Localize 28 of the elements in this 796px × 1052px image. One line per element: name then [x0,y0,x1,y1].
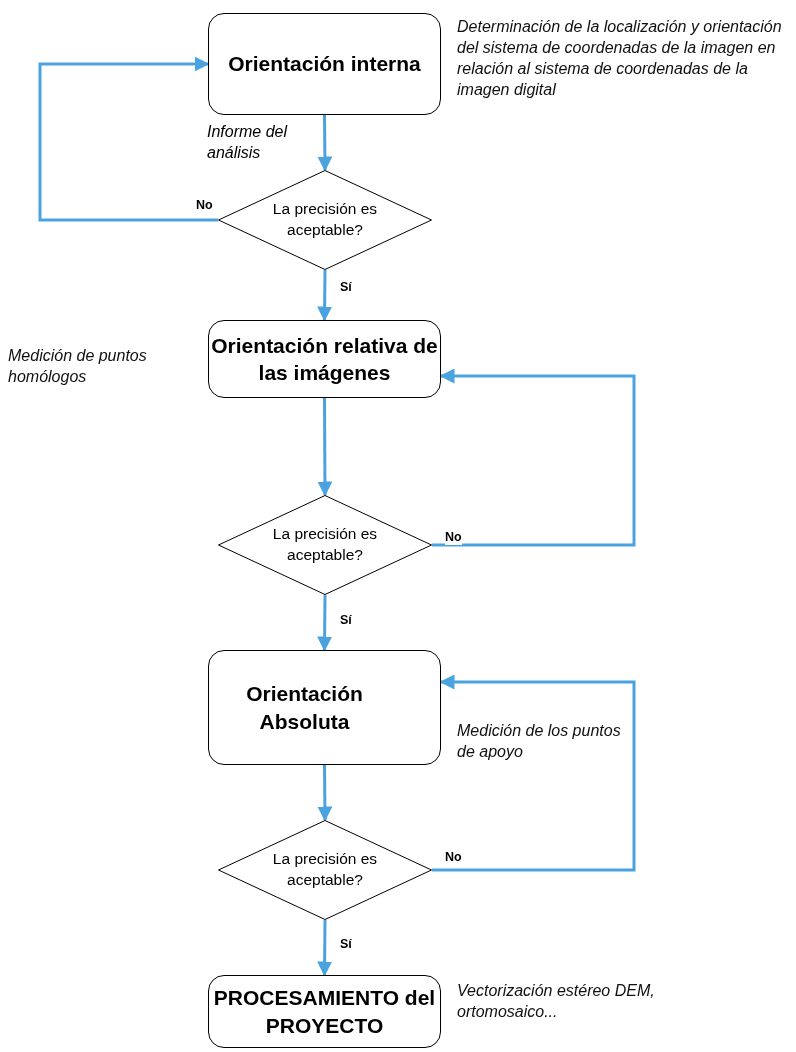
arrow [317,270,333,322]
node-text: La precisión es aceptable? [271,524,379,565]
annotation-text: Medición de puntos homólogos [8,346,148,388]
process-box [208,320,441,398]
node-text: La precisión es aceptable? [271,199,379,240]
arrow [317,595,333,652]
process-box [208,13,441,115]
decision-diamond [218,820,432,920]
arrow [317,398,333,497]
arrow [317,115,333,172]
annotation-text: Medición de los puntos de apoyo [457,721,622,763]
arrow [317,765,333,822]
annotation-text: Vectorización estéreo DEM, ortomosaico... [457,981,656,1023]
process-box [208,650,441,765]
node-text: La precisión es aceptable? [271,849,379,890]
node-text: PROCESAMIENTO del PROYECTO [212,985,437,1039]
arrow [432,674,636,872]
arrow [317,920,333,977]
arrow [38,56,218,222]
arrow [432,368,636,547]
decision-diamond [218,170,432,270]
node-text: Orientación Absoluta [245,681,364,735]
node-text: Orientación interna [228,51,421,78]
annotation-text: Determinación de la localización y orientación del sistema de coordenadas de la imagen en relación al sistema de coordenadas de la imagen digital [457,17,783,101]
node-text: Orientación relativa de las imágenes [210,332,439,386]
decision-diamond [218,495,432,595]
edge-label: No [445,530,462,545]
process-box [208,975,441,1048]
